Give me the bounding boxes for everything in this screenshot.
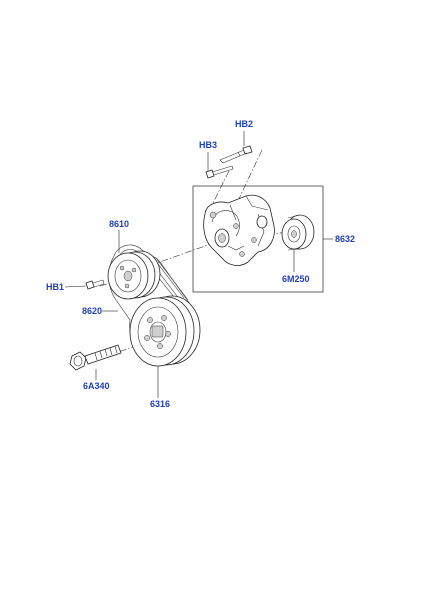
callout-8632: 8632 (335, 234, 355, 244)
bolt-hb3[interactable] (205, 165, 234, 179)
callout-6316: 6316 (150, 399, 170, 409)
crankshaft-pulley-6316[interactable] (129, 295, 201, 367)
callout-8610: 8610 (109, 219, 129, 229)
water-pump-pulley-8610[interactable] (107, 250, 161, 300)
callout-hb2: HB2 (235, 119, 253, 129)
leader-lines (64, 131, 333, 398)
bolt-hb2[interactable] (219, 145, 253, 164)
callout-6a340: 6A340 (83, 381, 110, 391)
power-steering-pump-8632[interactable] (203, 194, 275, 266)
callout-8620: 8620 (82, 306, 102, 316)
idler-pulley-6m250[interactable] (281, 214, 315, 251)
callout-6m250: 6M250 (282, 274, 310, 284)
callout-hb1: HB1 (46, 282, 64, 292)
bolt-hb1[interactable] (85, 279, 105, 290)
crank-bolt-6a340[interactable] (69, 344, 122, 371)
callout-hb3: HB3 (199, 140, 217, 150)
